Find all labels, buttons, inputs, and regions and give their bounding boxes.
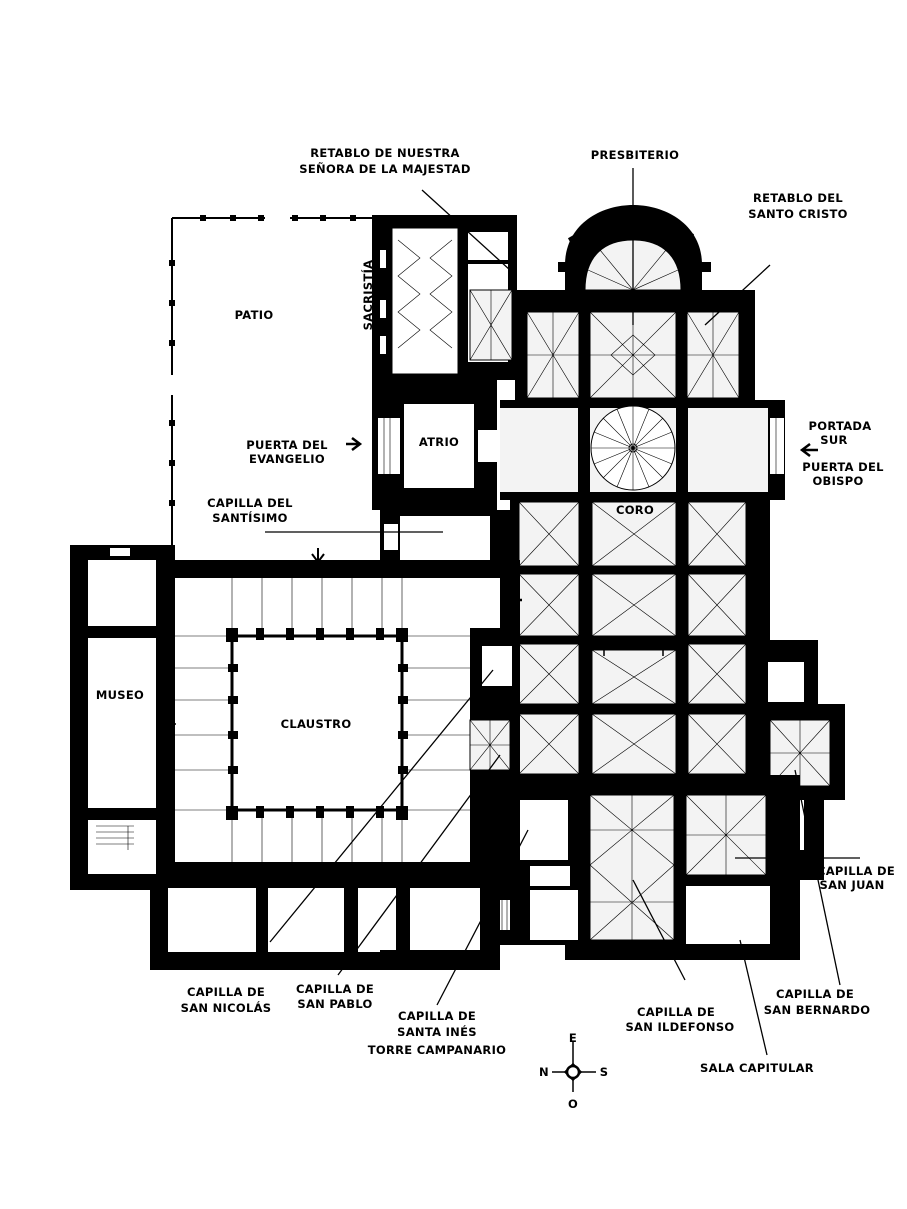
label-coro: CORO <box>616 503 654 517</box>
patio-enclosure <box>169 215 380 548</box>
label-puerta-evangelio-line1: PUERTA DEL <box>246 438 328 452</box>
label-capilla-san-nicolas-line1: CAPILLA DE <box>187 985 265 999</box>
compass-east: E <box>569 1031 577 1045</box>
label-puerta-obispo-line1: PUERTA DEL <box>802 460 884 474</box>
compass-north: N <box>539 1065 549 1079</box>
label-portada-sur-line1: PORTADA <box>809 419 872 433</box>
label-sacristia: SACRISTÍA <box>360 260 375 331</box>
labels: RETABLO DE NUESTRA SEÑORA DE LA MAJESTAD… <box>96 146 895 1111</box>
label-retablo-majestad-line2: SEÑORA DE LA MAJESTAD <box>299 161 470 176</box>
label-capilla-san-juan-line2: SAN JUAN <box>820 878 885 892</box>
label-capilla-san-nicolas-line2: SAN NICOLÁS <box>181 1000 272 1015</box>
label-puerta-obispo-line2: OBISPO <box>812 474 863 488</box>
label-capilla-san-bernardo-line1: CAPILLA DE <box>776 987 854 1001</box>
church-body <box>500 205 785 790</box>
museum-wing <box>70 545 175 890</box>
label-capilla-santisimo-line2: SANTÍSIMO <box>212 510 287 525</box>
label-puerta-evangelio-line2: EVANGELIO <box>249 452 325 466</box>
label-presbiterio: PRESBITERIO <box>591 148 679 162</box>
entrance-arrows <box>162 437 818 729</box>
label-capilla-san-juan-line1: CAPILLA DE <box>817 864 895 878</box>
label-capilla-santa-ines-line1: CAPILLA DE <box>398 1009 476 1023</box>
label-retablo-cristo-line2: SANTO CRISTO <box>748 207 848 221</box>
compass-rose <box>552 1042 596 1092</box>
label-museo: MUSEO <box>96 688 144 702</box>
label-capilla-san-pablo-line2: SAN PABLO <box>297 997 372 1011</box>
label-capilla-san-pablo-line1: CAPILLA DE <box>296 982 374 996</box>
label-torre-campanario: TORRE CAMPANARIO <box>368 1043 506 1057</box>
label-capilla-san-ildefonso-line1: CAPILLA DE <box>637 1005 715 1019</box>
sacristy-block <box>372 215 520 570</box>
label-sala-capitular: SALA CAPITULAR <box>700 1061 814 1075</box>
label-capilla-san-bernardo-line2: SAN BERNARDO <box>764 1003 871 1017</box>
compass-south: S <box>600 1065 609 1079</box>
label-retablo-majestad-line1: RETABLO DE NUESTRA <box>310 146 460 160</box>
label-retablo-cristo-line1: RETABLO DEL <box>753 191 843 205</box>
label-capilla-san-ildefonso-line2: SAN ILDEFONSO <box>625 1020 734 1034</box>
leader-lines <box>265 168 860 1056</box>
cloister <box>150 560 520 880</box>
label-capilla-santisimo-line1: CAPILLA DEL <box>207 496 293 510</box>
label-portada-sur-line2: SUR <box>820 433 847 447</box>
label-atrio: ATRIO <box>419 435 459 449</box>
south-range <box>150 875 500 970</box>
label-claustro: CLAUSTRO <box>281 717 352 731</box>
label-capilla-santa-ines-line2: SANTA INÉS <box>397 1024 477 1039</box>
compass-west: O <box>568 1097 578 1111</box>
label-patio: PATIO <box>235 308 274 322</box>
